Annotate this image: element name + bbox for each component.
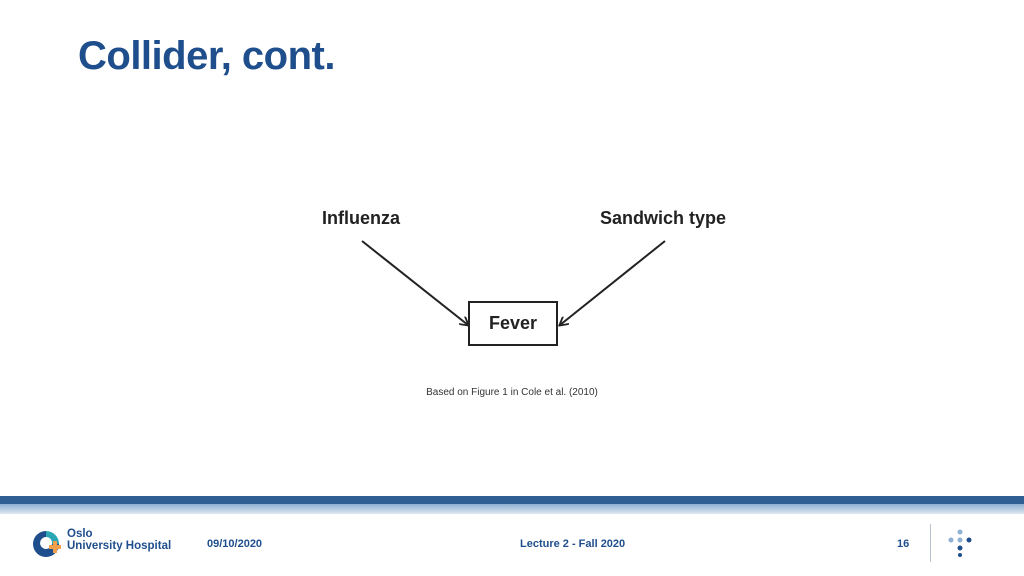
edge-sandwich-fever <box>560 240 666 325</box>
logo-icon <box>33 531 61 557</box>
slide-title: Collider, cont. <box>78 34 335 78</box>
hospital-logo: Oslo University Hospital <box>30 528 180 560</box>
logo-line-2: University Hospital <box>67 540 172 552</box>
node-fever: Fever <box>468 301 558 346</box>
node-influenza: Influenza <box>322 208 401 228</box>
footer-band-dark <box>0 496 1024 504</box>
footer-date: 09/10/2020 <box>207 538 263 550</box>
node-fever-label: Fever <box>488 313 538 333</box>
page-number: 16 <box>897 538 910 550</box>
edge-influenza-fever <box>361 240 468 325</box>
logo-line-1: Oslo <box>67 528 93 540</box>
footer-band-light <box>0 504 1024 514</box>
logo-text: Oslo University Hospital <box>67 528 171 552</box>
node-sandwich-type: Sandwich type <box>600 208 727 228</box>
figure-caption: Based on Figure 1 in Cole et al. (2010) <box>426 387 598 398</box>
decorative-dots-icon <box>948 529 972 557</box>
footer-divider <box>930 524 931 562</box>
footer-lecture: Lecture 2 - Fall 2020 <box>520 538 626 550</box>
footer-band <box>0 496 1024 518</box>
